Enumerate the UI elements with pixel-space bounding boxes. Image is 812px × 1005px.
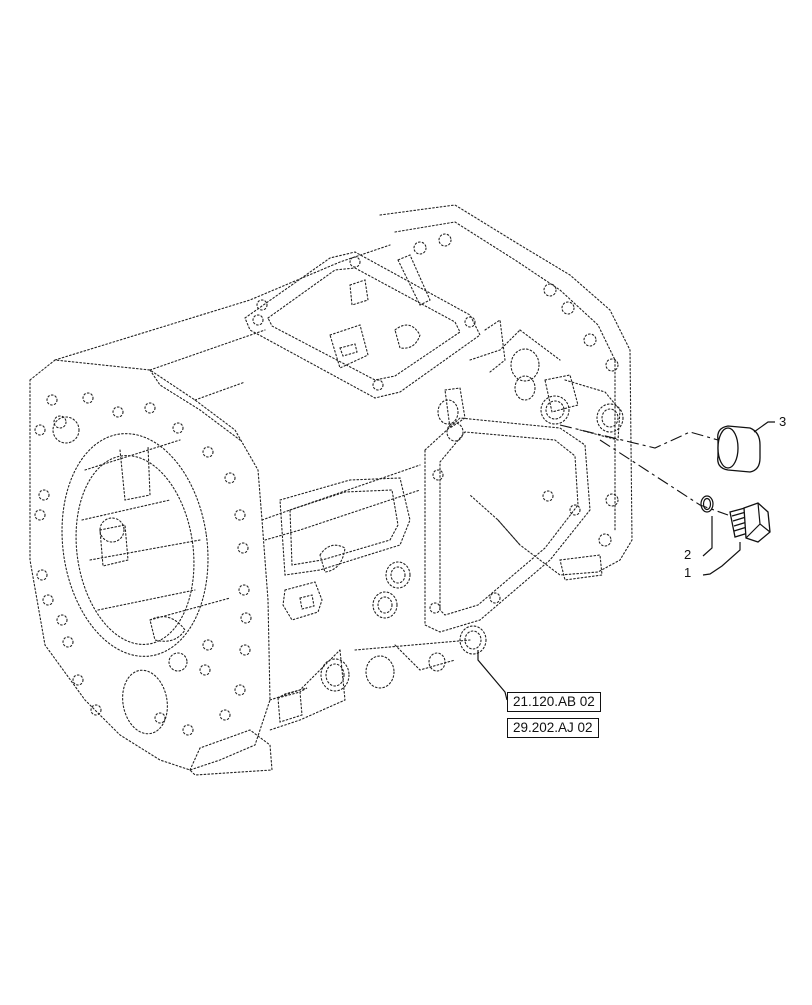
leader-line-part-3 [559,424,719,449]
callout-label-1: 1 [684,565,691,580]
callout-leader-3 [753,421,775,433]
reference-box-29-202-aj-02[interactable]: 29.202.AJ 02 [507,718,599,738]
sealing-ring-part[interactable] [700,495,714,513]
callout-leader-1 [702,542,741,576]
flange-holes [34,392,252,736]
reference-box-21-120-ab-02[interactable]: 21.120.AB 02 [507,692,601,712]
leader-line-part-1-2 [599,439,729,516]
callout-label-3: 3 [779,414,786,429]
callout-label-2: 2 [684,547,691,562]
reference-leader-line [477,650,508,701]
callout-leader-2 [702,516,713,557]
transmission-housing [29,204,633,776]
drain-plug-part[interactable] [729,502,771,543]
cap-plug-part[interactable] [717,425,761,473]
